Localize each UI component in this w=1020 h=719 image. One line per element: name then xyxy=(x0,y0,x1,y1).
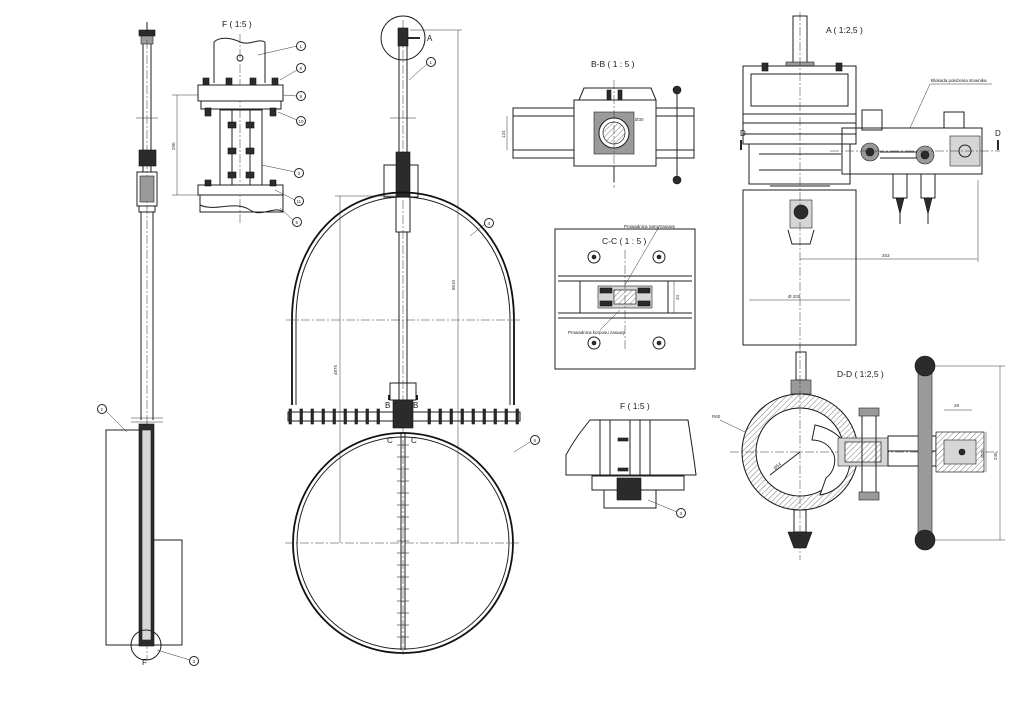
section-mark-d-left: D xyxy=(740,129,746,138)
side-elevation-annotations: 2 3 F xyxy=(97,404,199,667)
dim-f-height: 290 xyxy=(171,142,176,150)
balloon-2: 2 xyxy=(101,407,104,412)
section-mark-c-left: C xyxy=(387,436,393,445)
f-balloon-1: 1 xyxy=(300,44,303,49)
section-d-d: D-D ( 1:2,5 ) 240 xyxy=(712,345,1005,560)
section-mark-c-right: C xyxy=(411,436,417,445)
section-cc-title: C-C ( 1 : 5 ) xyxy=(602,236,647,246)
section-mark-a: A xyxy=(427,34,433,43)
dim-dd-top: 28 xyxy=(954,403,960,408)
f-balloon-3: 3 xyxy=(298,171,301,176)
dim-dd-outer: R60 xyxy=(712,414,721,419)
dim-main-total: 8610 xyxy=(451,279,456,290)
dim-cc-gap: 34 xyxy=(675,294,680,300)
f-balloon-10: 10 xyxy=(299,119,305,124)
balloon-3: 3 xyxy=(193,659,196,664)
section-bb-title: B-B ( 1 : 5 ) xyxy=(591,59,635,69)
section-c-c: C-C ( 1 : 5 ) Prowadnica ramy zasuwy Pro… xyxy=(554,224,696,370)
section-mark-b-right: B xyxy=(413,401,418,410)
view-f-bottom: F ( 1:5 ) 3 xyxy=(565,401,697,518)
note-cc-bottom: Prowadnica korpusu zasuwy xyxy=(568,330,626,335)
section-dd-title: D-D ( 1:2,5 ) xyxy=(837,369,884,379)
main-view-marks: A 1 4 6 B B C C xyxy=(385,34,540,453)
f-balloon-6: 6 xyxy=(296,220,299,225)
dim-a-offset: 253 xyxy=(882,253,890,258)
dim-dd-small: Ø35 xyxy=(980,449,985,458)
main-balloon-4: 4 xyxy=(488,221,491,226)
disc-ticks xyxy=(397,444,409,638)
view-f-top: F ( 1:5 ) 290 xyxy=(171,19,284,225)
note-cc-top: Prowadnica ramy zasuwy xyxy=(624,224,676,229)
fb-balloon-3: 3 xyxy=(680,511,683,516)
view-f-balloons: 1 8 9 10 3 11 6 xyxy=(257,41,306,227)
note-a-detail: Blokada położenia stownika xyxy=(931,78,987,83)
section-mark-f: F xyxy=(142,658,147,667)
main-front-view: 4875 8610 xyxy=(285,15,521,655)
section-mark-b-left: B xyxy=(385,401,390,410)
f-balloon-8: 8 xyxy=(300,66,303,71)
f-balloon-9: 9 xyxy=(300,94,303,99)
section-mark-d-right: D xyxy=(995,129,1001,138)
dim-dd-inner: Ø54 xyxy=(772,461,782,471)
main-balloon-6: 6 xyxy=(534,438,537,443)
f-balloon-11: 11 xyxy=(297,199,302,204)
side-elevation-view xyxy=(105,22,183,661)
detail-a: A ( 1:2,5 ) xyxy=(740,12,1001,348)
detail-a-title: A ( 1:2,5 ) xyxy=(826,25,863,35)
dim-bb-width: 124 xyxy=(501,130,506,138)
dim-dd-height: 240 xyxy=(993,452,998,460)
crossbeam-bolts xyxy=(288,408,519,425)
view-f-title: F ( 1:5 ) xyxy=(222,19,252,29)
dim-main-stem: 4875 xyxy=(333,364,338,375)
section-b-b: B-B ( 1 : 5 ) 124 Ø30 xyxy=(501,59,695,188)
dim-a-diameter: Ø 200 xyxy=(788,294,801,299)
view-f-bottom-title: F ( 1:5 ) xyxy=(620,401,650,411)
dim-bb-bore: Ø30 xyxy=(635,117,644,122)
main-balloon-1: 1 xyxy=(430,60,433,65)
